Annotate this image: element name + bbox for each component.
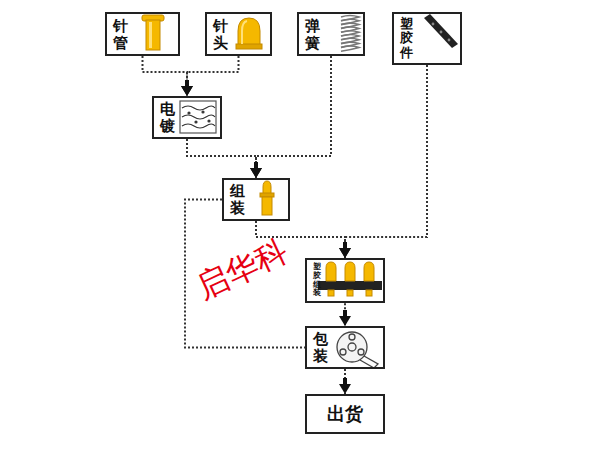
process-box: 电镀 <box>152 96 222 139</box>
arrow-shaft <box>185 80 189 86</box>
arrow-head <box>339 248 351 258</box>
plating-icon <box>180 101 216 133</box>
step-label: 组装 <box>230 183 245 216</box>
arrow-shaft <box>343 242 347 248</box>
flow-connector <box>339 303 351 326</box>
flow-connector <box>185 200 305 348</box>
arrow-shaft <box>343 242 347 248</box>
flow-connector <box>143 56 194 96</box>
arrow-shaft <box>185 80 189 86</box>
plastic-part-icon <box>424 14 458 48</box>
step-label: 出货 <box>327 403 363 425</box>
arrow-shaft <box>254 162 258 168</box>
dashed-line <box>187 56 239 96</box>
terminal-box: 出货 <box>305 394 385 434</box>
process-box: 组装 <box>222 178 290 221</box>
process-box: 弹簧 <box>297 12 365 56</box>
plastic-assembly-icon <box>318 262 382 296</box>
process-box: 包装 <box>305 326 385 369</box>
pogo-pin-icon <box>260 181 274 215</box>
process-box: 塑胶件 <box>392 12 462 65</box>
step-label: 电镀 <box>160 101 175 134</box>
arrow-head <box>250 168 262 178</box>
arrow-head <box>339 384 351 394</box>
arrow-head <box>339 248 351 258</box>
arrow-head <box>250 168 262 178</box>
step-label: 塑胶组装 <box>313 263 321 298</box>
dashed-line <box>143 56 188 96</box>
watermark: 启华科 <box>191 232 294 306</box>
arrow-shaft <box>343 310 347 316</box>
arrow-head <box>181 86 193 96</box>
spring-icon <box>341 16 359 52</box>
arrow-head <box>181 86 193 96</box>
reel-icon <box>337 332 378 368</box>
flow-connector <box>339 369 351 394</box>
arrow-shaft <box>343 378 347 384</box>
pin-head-icon <box>236 18 262 49</box>
pin-tube-icon <box>142 15 164 50</box>
flow-connector <box>339 65 427 258</box>
process-box: 针管 <box>105 12 180 56</box>
flow-connector <box>181 56 239 96</box>
arrow-head <box>339 316 351 326</box>
arrow-shaft <box>254 162 258 168</box>
flow-connector <box>187 139 262 178</box>
step-label: 针头 <box>213 18 228 51</box>
dashed-line <box>345 65 427 258</box>
step-label: 弹簧 <box>305 18 320 51</box>
dashed-line <box>187 139 256 178</box>
process-box: 针头 <box>205 12 272 56</box>
dashed-line <box>256 56 331 178</box>
dashed-line <box>185 200 305 348</box>
step-label: 包装 <box>313 331 328 364</box>
step-label: 塑胶件 <box>400 17 413 60</box>
process-box: 塑胶组装 <box>305 258 385 303</box>
step-label: 针管 <box>113 18 128 51</box>
flow-connector <box>250 56 331 178</box>
